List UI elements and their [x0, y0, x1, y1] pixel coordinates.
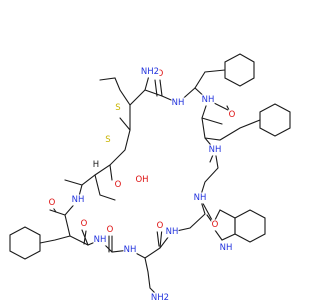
atom-label-bg: [228, 109, 236, 121]
atom-label-s1: S: [115, 103, 120, 113]
atom-label-o1: O: [157, 69, 164, 79]
atom-label-oh: OH: [135, 175, 148, 185]
macrocycle-backbone: [64, 87, 219, 259]
side-chain-bonds: [39, 69, 261, 299]
atom-label-nh7: NH: [94, 235, 107, 245]
atom-label-bg: [156, 68, 164, 80]
atom-label-bg: [140, 66, 160, 78]
atom-label-bg: [150, 292, 170, 300]
atom-label-bg: [211, 219, 219, 231]
atom-label-bg: [193, 192, 207, 204]
atom-label-nh-indole: NH: [220, 243, 233, 253]
atom-label-o8: O: [115, 180, 122, 190]
atom-label-bg: [93, 234, 107, 246]
atom-label-s2: S: [105, 135, 110, 145]
atom-label-bg: [208, 144, 222, 156]
atom-label-nh6: NH: [124, 245, 137, 255]
atom-label-o6: O: [81, 219, 88, 229]
carbonyl-double-bonds: [51, 79, 231, 253]
indole-benzene-ring: [234, 209, 266, 243]
atom-label-bg: [135, 174, 149, 186]
atom-label-bg: [80, 218, 88, 230]
atom-label-bg: [201, 94, 215, 106]
atom-label-bg: [123, 244, 137, 256]
atom-label-bg: [219, 242, 233, 254]
bond-layer: [9, 53, 291, 299]
phenyl-ring-1: [224, 53, 255, 87]
atom-label-bg: [104, 134, 112, 146]
atom-label-bg: [171, 97, 185, 109]
atom-label-bg: [92, 159, 100, 171]
atom-label-bg: [48, 197, 56, 209]
atom-label-nh5: NH: [166, 227, 179, 237]
phenyl-ring-2: [259, 103, 291, 137]
atom-label-o4: O: [157, 221, 164, 231]
atom-label-bg: [114, 179, 122, 191]
atom-label-h1: H: [93, 160, 99, 170]
atom-label-nh2: NH: [202, 95, 215, 105]
atom-label-o7: O: [49, 198, 56, 208]
atom-label-o3: O: [212, 220, 219, 230]
atom-label-bg: [71, 194, 85, 206]
atom-label-o2: O: [229, 110, 236, 120]
atom-label-nh3: NH: [209, 145, 222, 155]
atom-label-bg: [165, 226, 179, 238]
atom-label-bg: [114, 102, 122, 114]
atom-label-nh4: NH: [194, 193, 207, 203]
atom-label-bg: [156, 220, 164, 232]
atom-label-nh2a: NH2: [141, 67, 159, 77]
atom-label-o5: O: [107, 225, 114, 235]
atom-label-nh2b: NH2: [151, 293, 169, 300]
phenyl-ring-3: [9, 226, 41, 260]
atom-label-nh1: NH: [172, 98, 185, 108]
atom-label-nh8: NH: [72, 195, 85, 205]
atom-label-bg: [106, 224, 114, 236]
